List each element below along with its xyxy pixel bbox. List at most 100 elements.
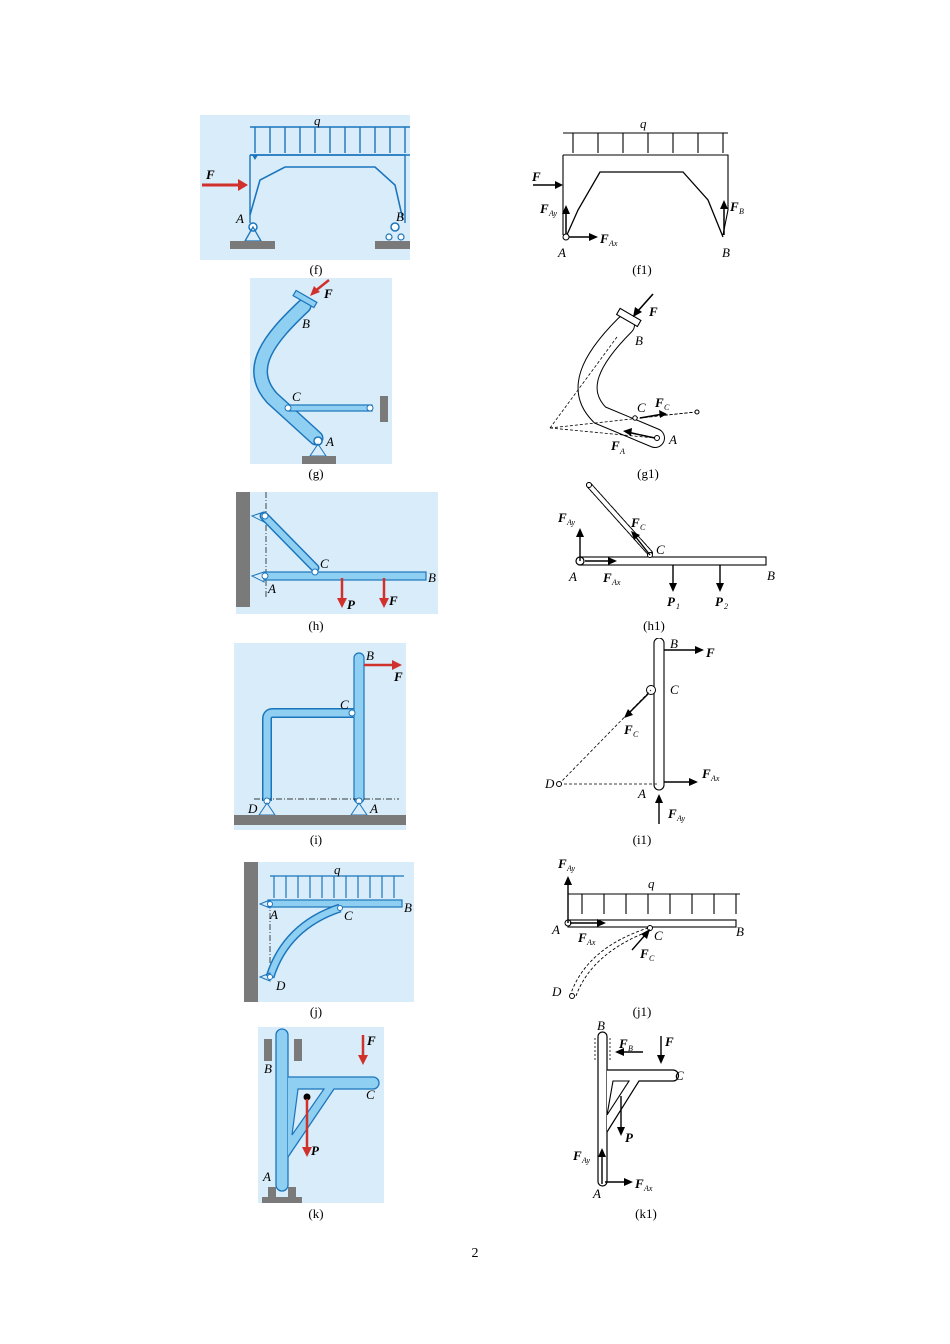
pin-support-A [313, 436, 323, 446]
label-FC: F [639, 946, 649, 961]
roller-support-B [390, 222, 400, 232]
label-F: F [323, 286, 333, 301]
svg-text:Ay: Ay [548, 209, 557, 218]
label-F: F [705, 645, 715, 660]
label-B: B [302, 316, 310, 331]
label-FAx: F [577, 930, 587, 945]
figure-j1: F Ay q A F Ax C F C B D [551, 856, 744, 999]
svg-text:Ax: Ax [643, 1184, 653, 1193]
label-FAy: F [667, 806, 677, 821]
label-FAy: F [557, 510, 567, 525]
label-q: q [640, 116, 647, 131]
label-C: C [656, 542, 665, 557]
svg-text:Ay: Ay [566, 864, 575, 873]
caption-g1: (g1) [637, 466, 659, 481]
label-B: B [635, 333, 643, 348]
svg-text:A: A [619, 447, 625, 456]
ground [375, 241, 410, 249]
label-P: P [311, 1143, 320, 1158]
wall [244, 862, 258, 1002]
label-q: q [314, 115, 321, 128]
label-FAy: F [539, 201, 549, 216]
label-F: F [205, 167, 215, 182]
label-P1: P [667, 594, 676, 609]
caption-k: (k) [308, 1206, 324, 1221]
label-F: F [531, 169, 541, 184]
label-A: A [637, 786, 646, 801]
link-CE [287, 404, 373, 412]
caption-f: (f) [309, 262, 323, 277]
label-A: A [269, 907, 278, 922]
label-B: B [767, 568, 775, 583]
label-D: D [247, 801, 258, 816]
label-B: B [670, 638, 678, 651]
label-F: F [648, 304, 658, 319]
svg-text:C: C [640, 523, 646, 532]
label-C: C [654, 928, 663, 943]
svg-text:Ax: Ax [586, 938, 596, 947]
label-F: F [388, 593, 398, 608]
label-A: A [568, 569, 577, 584]
svg-text:Ay: Ay [676, 814, 685, 823]
beam-AB [263, 571, 427, 581]
caption-j1: (j1) [632, 1004, 652, 1019]
arch-member [565, 171, 724, 238]
label-B: B [722, 245, 730, 260]
label-B: B [404, 900, 412, 915]
label-B: B [736, 924, 744, 939]
bent-member [578, 316, 664, 447]
svg-text:B: B [628, 1044, 633, 1053]
ground [302, 456, 336, 464]
frame-member [249, 154, 406, 223]
label-FB: F [729, 199, 739, 214]
svg-text:C: C [649, 954, 655, 963]
svg-text:Ay: Ay [566, 518, 575, 527]
figure-h: C A B P F [236, 492, 438, 614]
label-C: C [675, 1068, 684, 1083]
label-FB: F [618, 1036, 628, 1051]
curved-strut-DC [267, 905, 341, 978]
figure-f1: q F F Ay F Ax F B A B [531, 116, 744, 260]
bearing-plate-B [615, 307, 642, 328]
label-A: A [235, 211, 244, 226]
svg-text:2: 2 [724, 602, 728, 611]
caption-i: (i) [309, 832, 323, 847]
figure-k1: B F B F C P F Ay F Ax A [572, 1020, 684, 1201]
label-A: A [267, 581, 276, 596]
label-A: A [551, 922, 560, 937]
label-FC: F [654, 395, 664, 410]
column-AB [353, 652, 365, 804]
caption-k1: (k1) [635, 1206, 657, 1221]
label-A: A [262, 1169, 271, 1184]
ground [234, 815, 406, 825]
svg-text:C: C [664, 403, 670, 412]
label-A: A [325, 434, 334, 449]
label-F: F [366, 1033, 376, 1048]
ground [262, 1197, 302, 1203]
label-C: C [637, 400, 646, 415]
figure-background [236, 492, 438, 614]
label-q: q [648, 876, 655, 891]
label-B: B [428, 570, 436, 585]
label-FAx: F [602, 570, 612, 585]
label-F: F [664, 1034, 674, 1049]
figure-i1: B F C F C D A F Ax F Ay [544, 638, 720, 824]
svg-text:Ay: Ay [581, 1156, 590, 1165]
label-FC: F [630, 515, 640, 530]
label-A: A [592, 1186, 601, 1201]
caption-g: (g) [308, 466, 324, 481]
distributed-load-arrows [572, 133, 724, 153]
svg-text:Ax: Ax [611, 578, 621, 587]
figure-h1: F Ay F C C A F Ax B P 1 P 2 [557, 482, 775, 611]
figure-k: F B C P A [258, 1027, 384, 1203]
figure-background [234, 643, 406, 830]
figure-j: q A C B D [244, 862, 414, 1002]
label-C: C [340, 697, 349, 712]
ground [230, 241, 275, 249]
label-F: F [393, 669, 403, 684]
label-C: C [670, 682, 679, 697]
label-FAy: F [557, 856, 567, 871]
bearing-plate-B [292, 289, 318, 309]
arch-member [249, 166, 404, 221]
svg-text:Ax: Ax [710, 774, 720, 783]
